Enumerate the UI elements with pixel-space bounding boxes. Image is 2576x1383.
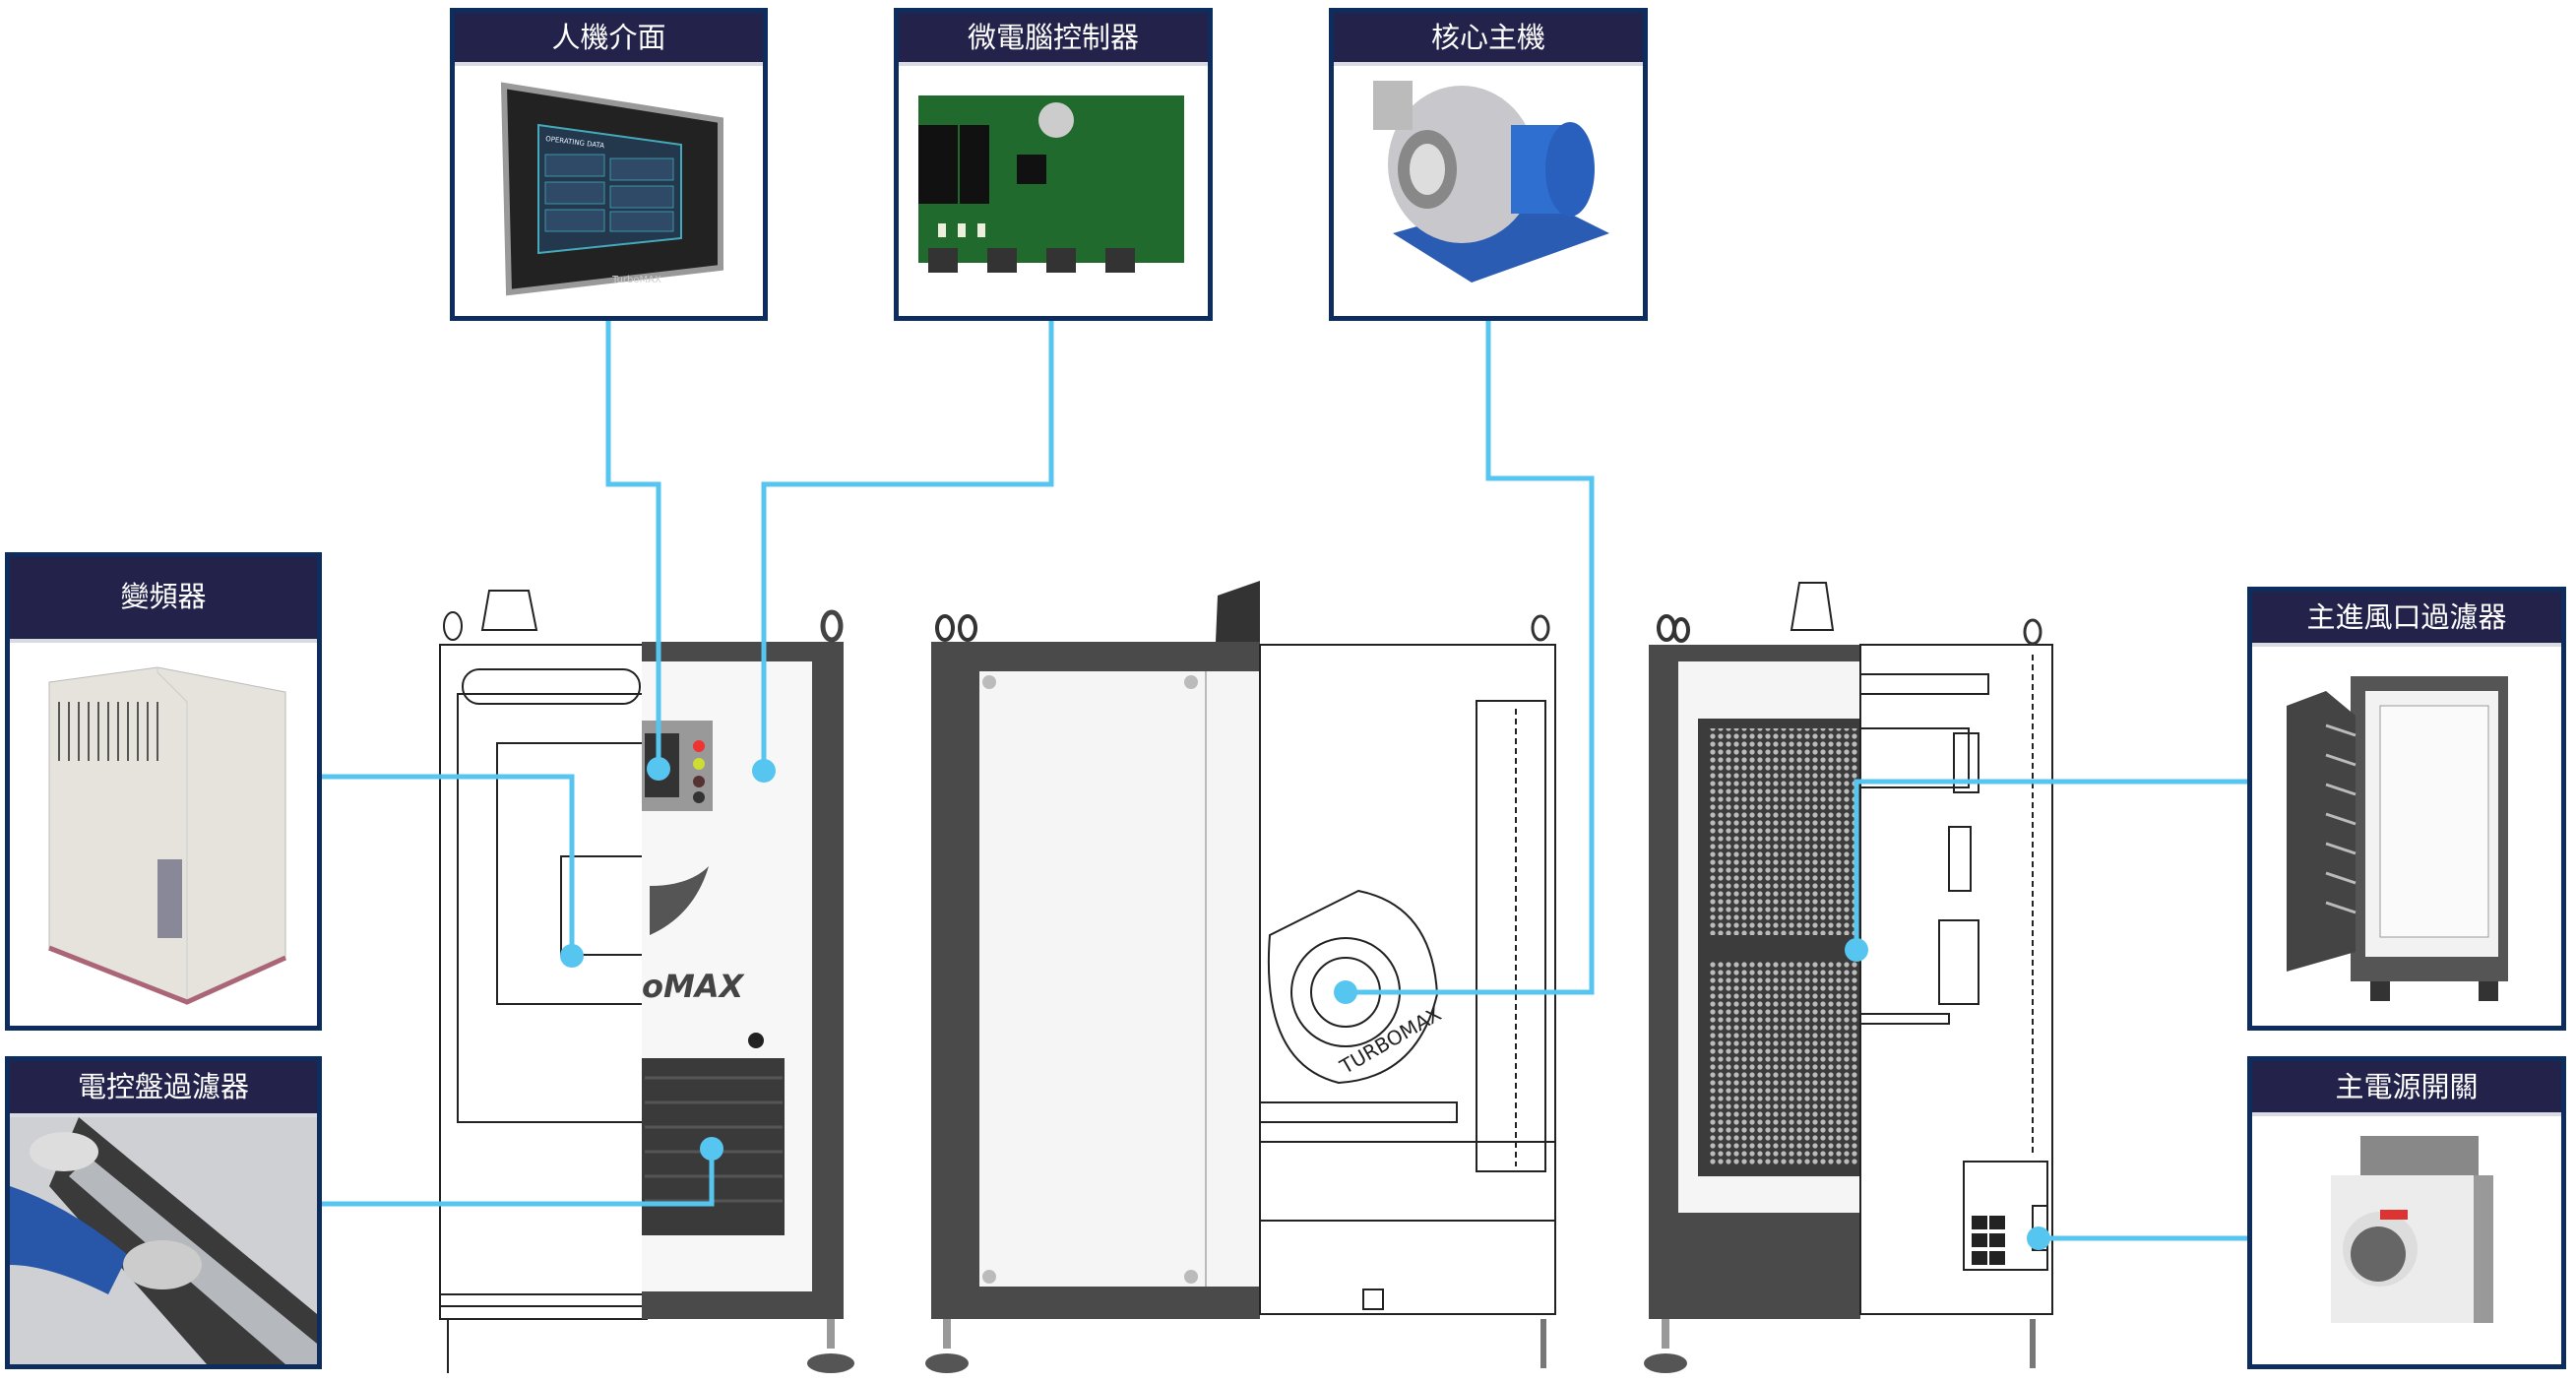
hotspot-inverter[interactable] <box>560 944 584 968</box>
card-controller[interactable]: 微電腦控制器 <box>894 8 1213 321</box>
card-hmi[interactable]: 人機介面 OPERATING DATA TurboMAX <box>450 8 768 321</box>
rotary-disconnect-switch-icon <box>2331 1136 2493 1323</box>
inlet-filter-cabinet-icon <box>2287 676 2508 1001</box>
blower-motor-icon <box>1373 81 1609 283</box>
connector-inlet-filter <box>1853 779 2247 950</box>
logo-text: oMAX <box>642 968 745 1005</box>
connector-inverter <box>322 774 575 956</box>
filter-panel-icon <box>10 1117 317 1364</box>
card-main-switch[interactable]: 主電源開關 <box>2247 1056 2566 1369</box>
machine-rear-view <box>1644 582 2053 1373</box>
hotspot-hmi[interactable] <box>647 757 670 781</box>
connector-controller <box>761 320 1054 771</box>
circuit-board-icon <box>918 95 1184 273</box>
hotspot-cabinet-filter[interactable] <box>700 1137 723 1161</box>
card-title: 主進風口過濾器 <box>2252 592 2561 647</box>
card-core[interactable]: 核心主機 <box>1329 8 1648 321</box>
connector-lines <box>322 320 2247 1241</box>
card-title: 人機介面 <box>455 13 763 66</box>
hotspot-core[interactable] <box>1334 980 1357 1004</box>
machine-front-panel: oMAX <box>642 609 854 1373</box>
card-title: 微電腦控制器 <box>899 13 1208 66</box>
card-title: 主電源開關 <box>2252 1061 2561 1116</box>
card-cabinet-filter[interactable]: 電控盤過濾器 <box>5 1056 322 1369</box>
touchscreen-hmi-icon: OPERATING DATA TurboMAX <box>500 82 723 296</box>
connector-cabinet-filter <box>322 1149 715 1207</box>
connector-hmi <box>605 320 661 769</box>
hotspot-inlet-filter[interactable] <box>1845 938 1868 962</box>
hmi-brand: TurboMAX <box>611 275 661 285</box>
card-inlet-filter[interactable]: 主進風口過濾器 <box>2247 587 2566 1031</box>
connector-core <box>1346 320 1595 995</box>
card-title: 電控盤過濾器 <box>10 1061 317 1117</box>
connector-dots <box>560 757 2050 1250</box>
machine-front-view <box>439 590 648 1373</box>
hotspot-controller[interactable] <box>752 759 776 783</box>
machine-side-view: TURBOMAX <box>925 581 1556 1373</box>
hotspot-main-switch[interactable] <box>2027 1226 2050 1250</box>
card-title: 變頻器 <box>10 557 317 643</box>
inverter-drive-icon <box>48 666 287 1005</box>
card-title: 核心主機 <box>1334 13 1643 66</box>
card-inverter[interactable]: 變頻器 <box>5 552 322 1031</box>
